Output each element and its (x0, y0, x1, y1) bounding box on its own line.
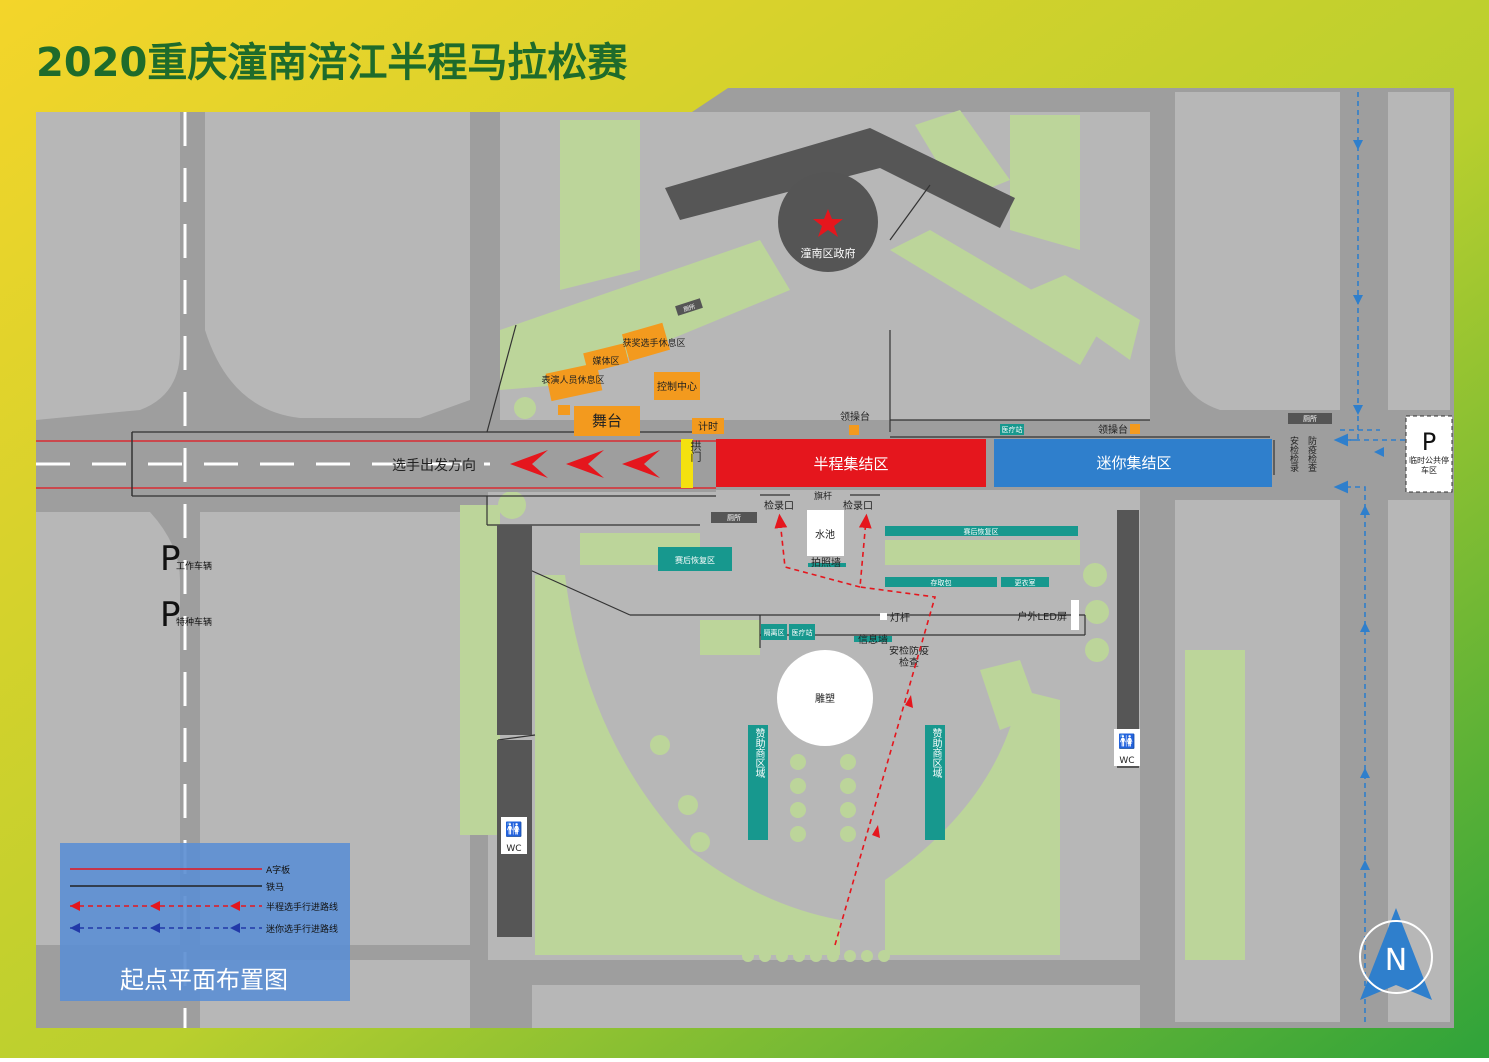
half-marathon-zone[interactable] (716, 439, 986, 487)
mini-route-arrows (1353, 140, 1384, 870)
half-zone-label: 半程集结区 (813, 455, 888, 473)
half-route-arrows (872, 695, 913, 838)
wc-1-label: WC (506, 844, 521, 854)
recovery-2-label: 赛后恢复区 (964, 527, 999, 536)
direction-arrows (510, 450, 660, 478)
parking-icon: P (160, 539, 181, 579)
parking-special-label: 特种车辆 (176, 616, 212, 628)
legend-label-1: 铁马 (266, 881, 284, 893)
pool-label: 水池 (815, 528, 835, 541)
page-title: 2020重庆潼南涪江半程马拉松赛 (36, 40, 628, 86)
flagpole-label: 旗杆 (814, 490, 832, 502)
stage-label: 舞台 (592, 412, 622, 430)
toilet-icon: 🚻 (1118, 733, 1135, 750)
temp-parking-label: 临时公共停车区 (1409, 456, 1449, 475)
checkpoint-1-label: 检录口 (764, 499, 794, 512)
government-label: 潼南区政府 (801, 246, 856, 260)
arch-label: 拱门 (689, 440, 702, 462)
security-label: 安检防疫检查 (889, 646, 929, 669)
photo-wall-label: 拍照墙 (811, 556, 841, 569)
temp-parking[interactable] (1405, 415, 1453, 493)
led-screen-label: 户外LED屏 (1017, 610, 1067, 623)
bag-storage-label: 存取包 (931, 578, 952, 587)
sponsor-2-label: 赞助商区域 (930, 728, 941, 778)
toilet-small-1: 厕所 (682, 302, 696, 313)
toilet-icon: 🚻 (505, 821, 522, 838)
mini-route (1333, 92, 1405, 1022)
trees (498, 397, 1109, 962)
timing-label: 计时 (698, 420, 718, 433)
teal-facilities (658, 424, 1078, 840)
recovery-1-label: 赛后恢复区 (675, 555, 715, 565)
light-pole-label: 灯杆 (890, 612, 910, 624)
arch[interactable] (681, 439, 693, 488)
claim-stage-1-label: 领操台 (840, 410, 870, 423)
sponsor-1-label: 赞助商区域 (753, 728, 764, 778)
control-center-label: 控制中心 (657, 380, 697, 393)
wc-2-label: WC (1119, 756, 1134, 766)
compass: N (1359, 908, 1433, 1000)
direction-label: 选手出发方向 (392, 458, 476, 474)
toilet-small-3: 厕所 (1303, 414, 1317, 423)
compass-letter: N (1385, 943, 1407, 978)
parking-work-label: 工作车辆 (176, 560, 212, 572)
parking-icon: P (1422, 428, 1436, 456)
legend: A字板 铁马 半程选手行进路线 迷你选手行进路线 起点平面布置图 (60, 843, 350, 1001)
winner-rest-label: 获奖选手休息区 (622, 337, 685, 349)
sculpture (777, 650, 873, 746)
subtitle-box: 起点平面布置图 (120, 966, 288, 994)
wc-east (1114, 729, 1140, 766)
led-screen (1071, 600, 1079, 630)
info-wall-label: 信息墙 (858, 633, 888, 646)
orange-facilities (545, 322, 1140, 436)
changing-label: 更衣室 (1015, 578, 1036, 587)
wc-west (501, 817, 527, 854)
toilet-small-2: 厕所 (727, 513, 741, 522)
security-check-label: 安检检录 (1288, 436, 1298, 472)
legend-label-0: A字板 (266, 864, 290, 876)
performer-rest-label: 表演人员休息区 (541, 374, 604, 386)
sculpture-label: 雕塑 (815, 692, 835, 705)
media-zone-label: 媒体区 (592, 355, 619, 367)
claim-stage-2-label: 领操台 (1098, 423, 1128, 436)
city-blocks (36, 92, 1450, 1028)
checkpoint-2-label: 检录口 (843, 499, 873, 512)
stage[interactable] (574, 406, 640, 436)
mini-marathon-zone[interactable] (994, 439, 1272, 487)
fence-west-1 (497, 525, 532, 735)
half-route (774, 513, 937, 946)
medical-2-label: 医疗站 (792, 628, 813, 637)
legend-label-3: 迷你选手行进路线 (266, 923, 338, 935)
epidemic-check-label: 防疫检查 (1306, 436, 1316, 472)
medical-1-label: 医疗站 (1002, 425, 1023, 434)
isolation-label: 隔离区 (764, 628, 785, 637)
legend-label-2: 半程选手行进路线 (266, 901, 338, 913)
fence-east (1117, 510, 1139, 768)
parking-icon: P (160, 595, 181, 635)
green-areas (460, 110, 1245, 960)
star-icon (813, 209, 843, 237)
pool (807, 510, 844, 556)
mini-zone-label: 迷你集结区 (1096, 454, 1171, 472)
